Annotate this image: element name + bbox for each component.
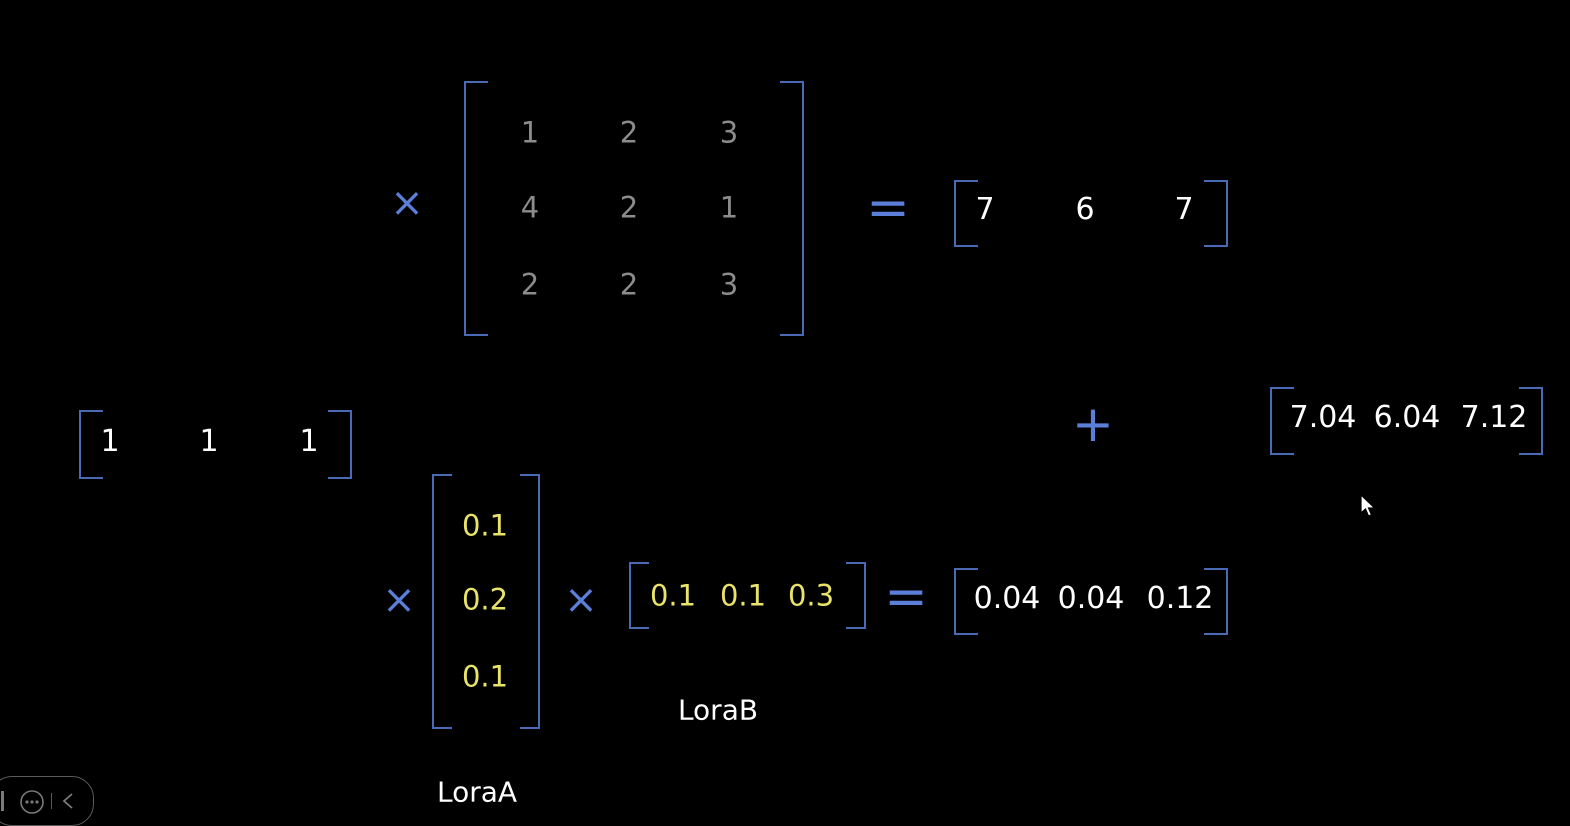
lora-a-right-bracket bbox=[520, 474, 540, 729]
input-vector-value: 1 bbox=[299, 424, 319, 459]
times-operator-top: × bbox=[390, 180, 424, 226]
weight-matrix-cell: 3 bbox=[719, 267, 739, 302]
base-result-right-bracket bbox=[1204, 180, 1228, 247]
base-result-left-bracket bbox=[954, 180, 978, 247]
final-result-value: 6.04 bbox=[1373, 400, 1441, 435]
final-result-left-bracket bbox=[1270, 387, 1294, 455]
lora-a-label: LoraA bbox=[436, 775, 518, 809]
lora-b-value: 0.3 bbox=[787, 578, 835, 613]
lora-b-value: 0.1 bbox=[719, 578, 767, 613]
final-result-value: 7.12 bbox=[1460, 400, 1528, 435]
weight-matrix-right-bracket bbox=[780, 81, 804, 336]
weight-matrix-cell: 1 bbox=[719, 190, 739, 225]
equals-operator-bottom: = bbox=[884, 567, 928, 627]
weight-matrix-cell: 2 bbox=[619, 267, 639, 302]
weight-matrix-cell: 2 bbox=[520, 267, 540, 302]
mouse-cursor-icon bbox=[1360, 493, 1376, 523]
input-vector-value: 1 bbox=[199, 424, 219, 459]
weight-matrix-cell: 2 bbox=[619, 190, 639, 225]
lora-result-value: 0.04 bbox=[1057, 581, 1125, 616]
slide-panel-icon[interactable] bbox=[1, 791, 4, 811]
toolbar-divider bbox=[51, 793, 52, 809]
lora-a-left-bracket bbox=[432, 474, 452, 729]
lora-result-left-bracket bbox=[954, 568, 978, 635]
final-result-right-bracket bbox=[1519, 387, 1543, 455]
weight-matrix-cell: 1 bbox=[520, 115, 540, 150]
lora-result-right-bracket bbox=[1204, 568, 1228, 635]
lora-b-right-bracket bbox=[846, 562, 866, 629]
lora-b-value: 0.1 bbox=[649, 578, 697, 613]
previous-slide-icon[interactable] bbox=[59, 791, 77, 816]
presentation-toolbar[interactable] bbox=[0, 776, 94, 826]
lora-b-label: LoraB bbox=[677, 693, 759, 727]
plus-operator: + bbox=[1072, 395, 1114, 453]
weight-matrix-cell: 4 bbox=[520, 190, 540, 225]
weight-matrix-cell: 2 bbox=[619, 115, 639, 150]
weight-matrix-cell: 3 bbox=[719, 115, 739, 150]
lora-a-value: 0.1 bbox=[461, 508, 509, 543]
equals-operator-top: = bbox=[866, 178, 910, 238]
input-vector-value: 1 bbox=[100, 424, 120, 459]
input-vector-left-bracket bbox=[79, 410, 103, 479]
lora-result-value: 0.04 bbox=[973, 581, 1041, 616]
input-vector-right-bracket bbox=[328, 410, 352, 479]
base-result-value: 7 bbox=[1174, 192, 1194, 227]
more-options-icon[interactable] bbox=[19, 789, 45, 820]
times-operator-lora-b: × bbox=[564, 577, 598, 623]
weight-matrix-left-bracket bbox=[464, 81, 488, 336]
base-result-value: 7 bbox=[975, 192, 995, 227]
lora-result-value: 0.12 bbox=[1146, 581, 1214, 616]
times-operator-lora-a: × bbox=[382, 577, 416, 623]
lora-b-left-bracket bbox=[629, 562, 649, 629]
lora-a-value: 0.2 bbox=[461, 582, 509, 617]
final-result-value: 7.04 bbox=[1289, 400, 1357, 435]
lora-a-value: 0.1 bbox=[461, 659, 509, 694]
base-result-value: 6 bbox=[1075, 192, 1095, 227]
